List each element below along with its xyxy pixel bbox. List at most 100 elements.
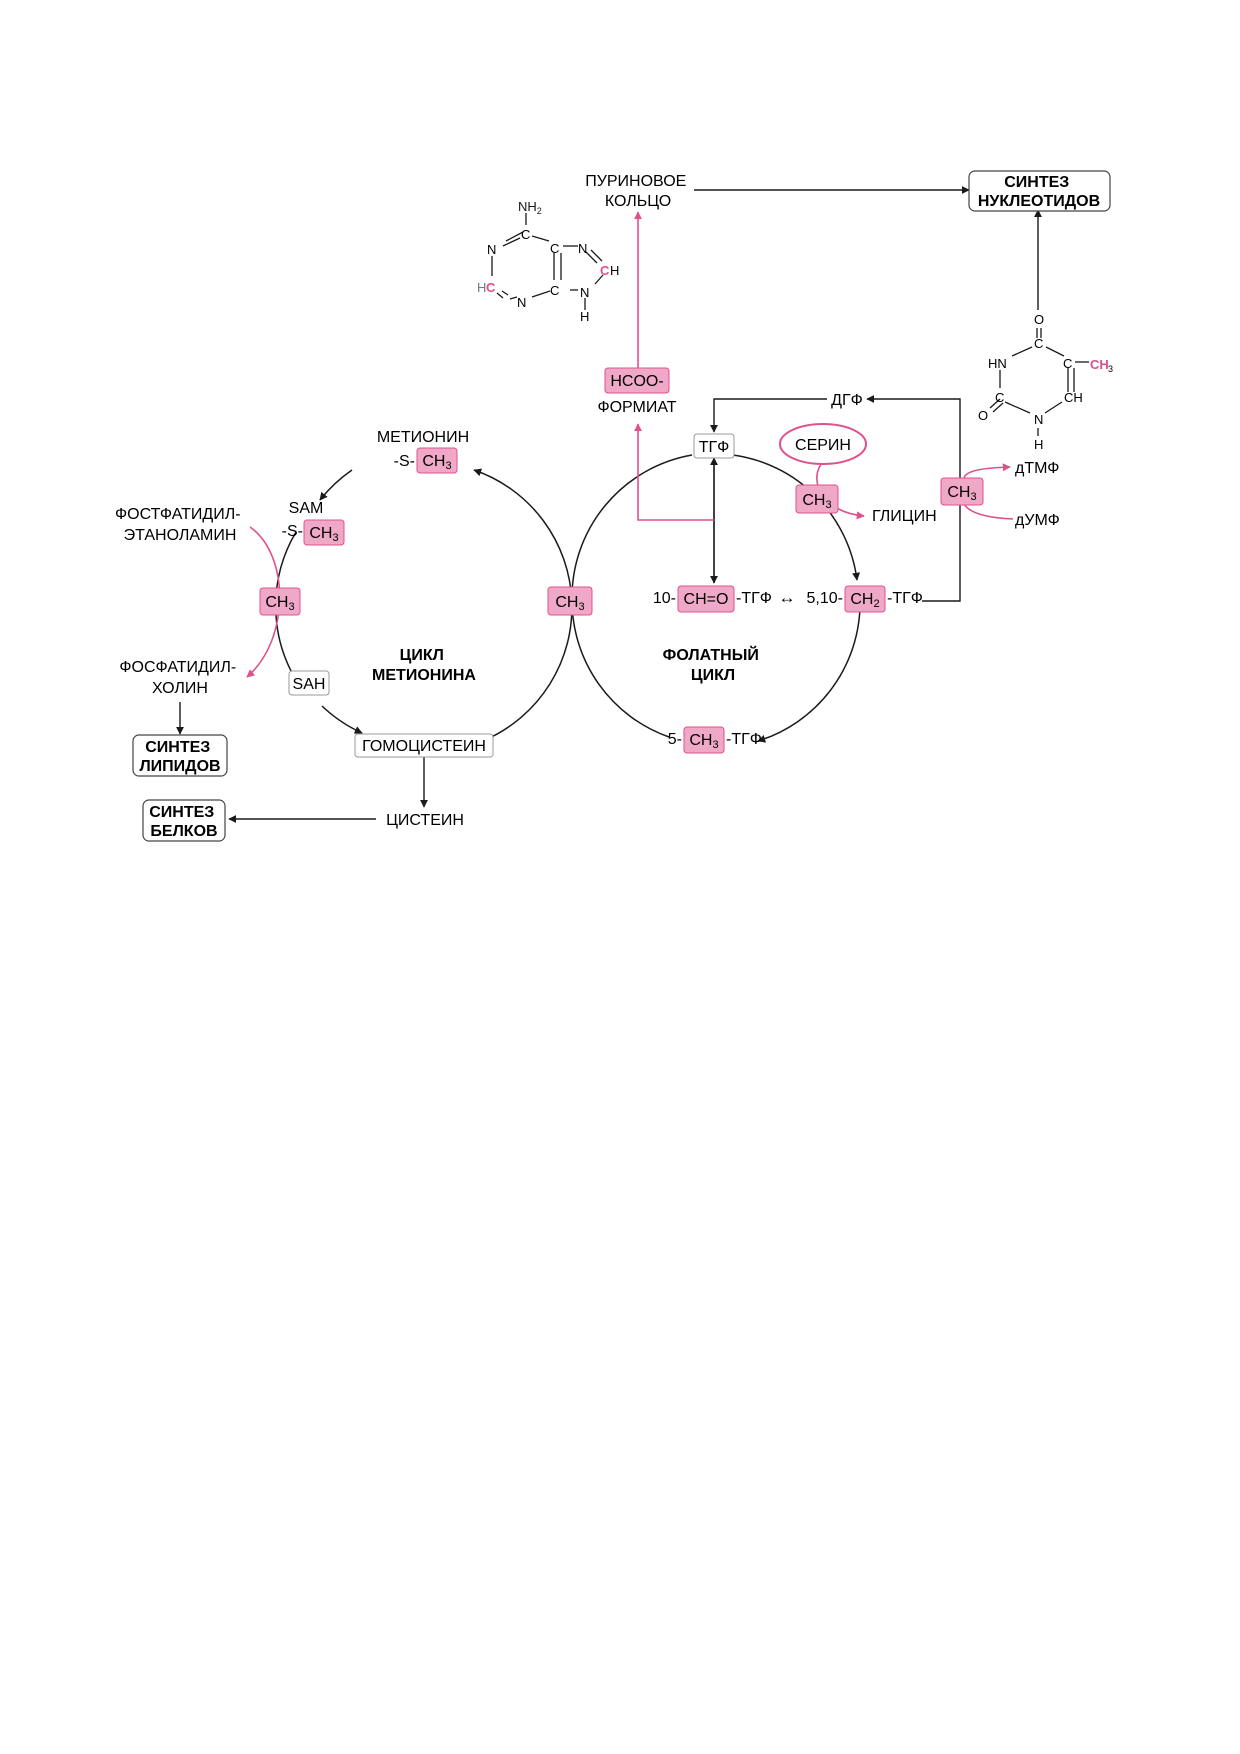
- thymine-h1: H: [1034, 437, 1043, 452]
- nucleotide-synthesis-line2: НУКЛЕОТИДОВ: [978, 193, 1100, 210]
- lipid-methyl-group: CH3: [265, 594, 294, 613]
- pink-connectors: [246, 211, 1014, 678]
- thymidylate-methyl-box: [940, 477, 984, 506]
- adenine-c2-carbon: C: [486, 280, 496, 295]
- thymine-ch3-carbon: CH: [1090, 357, 1109, 372]
- serine-label: СЕРИН: [795, 437, 851, 454]
- curve-from-dump: [963, 503, 1014, 520]
- purine-ring-line2: КОЛЬЦО: [605, 193, 671, 210]
- lipid-synthesis-box: [132, 734, 228, 777]
- svg-text:СИНТЕЗ БЕЛКОВ: СИНТЕЗ БЕЛКОВ: [149, 804, 219, 840]
- adenine-c5: C: [550, 241, 559, 256]
- shared-methyl-box: [547, 586, 593, 616]
- lipid-methyl-box: [259, 587, 301, 616]
- methylene-group: CH2: [850, 591, 879, 610]
- serine-methyl-box: [795, 484, 839, 514]
- svg-text:ФОСТФАТИДИЛ- ЭТАНОЛАМИН: ФОСТФАТИДИЛ- ЭТАНОЛАМИН: [115, 506, 245, 544]
- adenine-c8-carbon: C: [600, 263, 610, 278]
- adenine-n1: N: [487, 242, 496, 257]
- protein-synthesis-line2: БЕЛКОВ: [150, 823, 217, 840]
- thymine-c2: C: [995, 390, 1004, 405]
- methionine-cycle-title-line2: МЕТИОНИНА: [372, 667, 476, 684]
- formyl-group-box: [677, 585, 735, 613]
- sam-methyl-group: CH3: [309, 525, 338, 544]
- adenine-n7: N: [578, 241, 587, 256]
- purine-ring-line1: ПУРИНОВОЕ: [585, 173, 686, 190]
- nucleotide-synthesis-line1: СИНТЕЗ: [1004, 174, 1069, 191]
- folate-cycle-title-line2: ЦИКЛ: [691, 667, 735, 684]
- methionine-cycle-title-line1: ЦИКЛ: [400, 647, 444, 664]
- homocysteine-label: ГОМОЦИСТЕИН: [362, 738, 486, 755]
- formyl-thf-suffix: -ТГФ: [736, 590, 772, 607]
- dtmp-label: дТМФ: [1015, 460, 1059, 477]
- methylene-thf-prefix: 5,10-: [807, 590, 843, 607]
- thf-box: [693, 433, 735, 459]
- dhf-label: ДГФ: [831, 392, 863, 409]
- arc-folate-left-upper: [571, 454, 693, 601]
- methyl-thf-group: CH3: [689, 732, 718, 751]
- formate-group: HCOO-: [610, 373, 663, 390]
- svg-text:ЦИКЛ МЕТИОНИНА: ЦИКЛ МЕТИОНИНА: [372, 647, 476, 684]
- methylene-group-box: [844, 585, 886, 613]
- methyl-thf-prefix: 5-: [668, 731, 682, 748]
- lipid-synthesis-line1: СИНТЕЗ: [145, 739, 210, 756]
- sam-s-label: -S-: [282, 523, 303, 540]
- folate-cycle-title-line1: ФОЛАТНЫЙ: [663, 645, 759, 664]
- sah-box: [288, 670, 330, 696]
- svg-text:NH2: NH2: [518, 199, 542, 216]
- arc-thf-to-methylene: [732, 454, 861, 581]
- thymine-o4: O: [1034, 312, 1044, 327]
- phosphatidylcholine-line2: ХОЛИН: [152, 680, 208, 697]
- phosphatidylethanolamine-line2: ЭТАНОЛАМИН: [124, 527, 237, 544]
- cysteine-label: ЦИСТЕИН: [386, 812, 464, 829]
- adenine-c4: C: [550, 283, 559, 298]
- glycine-label: ГЛИЦИН: [872, 508, 937, 525]
- svg-text:ФОСФАТИДИЛ- ХОЛИН: ФОСФАТИДИЛ- ХОЛИН: [119, 659, 240, 697]
- methionine-label: МЕТИОНИН: [377, 429, 469, 446]
- arc-methionine-to-sam: [319, 469, 353, 501]
- thymine-c4: C: [1034, 336, 1043, 351]
- protein-synthesis-box: [142, 799, 226, 842]
- serine-methyl-group: CH3: [802, 492, 831, 511]
- methylene-thf-suffix: -ТГФ: [887, 590, 923, 607]
- thymidylate-methyl-group: CH3: [947, 484, 976, 503]
- formyl-group: CH=O: [684, 591, 729, 608]
- formate-box: [604, 367, 670, 394]
- line-dhf-to-thf: [710, 398, 827, 433]
- arrow-formyl-to-formate: [634, 423, 714, 521]
- formate-label: ФОРМИАТ: [597, 399, 676, 416]
- phosphatidylethanolamine-line1: ФОСТФАТИДИЛ-: [115, 506, 241, 523]
- arc-methylene-to-methyl: [757, 606, 861, 743]
- svg-text:СИНТЕЗ НУКЛЕОТИДОВ: СИНТЕЗ НУКЛЕОТИДОВ: [978, 174, 1100, 210]
- adenine-c8-h: H: [610, 263, 619, 278]
- homocysteine-box: [354, 733, 494, 758]
- svg-text:ФОЛАТНЫЙ ЦИКЛ: ФОЛАТНЫЙ ЦИКЛ: [663, 645, 764, 684]
- svg-text:ПУРИНОВОЕ КОЛЬЦО: ПУРИНОВОЕ КОЛЬЦО: [585, 173, 691, 210]
- arrow-to-dtmp: [963, 463, 1011, 479]
- thymine-c5: C: [1063, 356, 1072, 371]
- phosphatidylcholine-line1: ФОСФАТИДИЛ-: [119, 659, 236, 676]
- sam-label: SAM: [289, 500, 324, 517]
- adenine-structure: NH2 C N H C N C C N C H N H: [477, 199, 619, 324]
- thymine-ch3-sub: 3: [1108, 364, 1113, 374]
- shared-methyl-group: CH3: [555, 594, 584, 613]
- dump-label: дУМФ: [1015, 512, 1060, 529]
- methionine-methyl-group: CH3: [422, 453, 451, 472]
- thymine-n3h: HN: [988, 356, 1007, 371]
- thf-label: ТГФ: [699, 439, 730, 456]
- sah-label: SAH: [293, 676, 326, 693]
- adenine-c2-h: H: [477, 280, 486, 295]
- sam-methyl-box: [303, 519, 345, 546]
- formyl-thf-prefix: 10-: [653, 590, 676, 607]
- bidirectional-arrow-icon: ↔: [779, 588, 796, 607]
- svg-text:СИНТЕЗ ЛИПИДОВ: СИНТЕЗ ЛИПИДОВ: [139, 739, 220, 775]
- adenine-n3: N: [517, 295, 526, 310]
- lipid-synthesis-line2: ЛИПИДОВ: [139, 758, 220, 775]
- serine-ellipse: [779, 423, 867, 465]
- arc-folate-left-lower: [571, 599, 670, 738]
- adenine-h9: H: [580, 309, 589, 324]
- nucleotide-synthesis-box: [968, 170, 1111, 212]
- protein-synthesis-line1: СИНТЕЗ: [149, 804, 214, 821]
- methyl-thf-box: [683, 726, 725, 754]
